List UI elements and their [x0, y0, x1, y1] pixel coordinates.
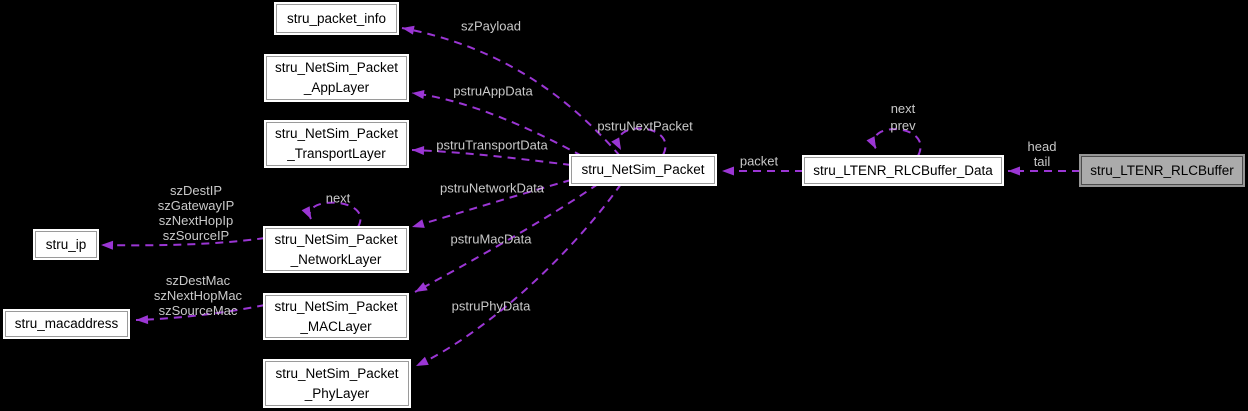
node-stru-netsim-packet[interactable]: stru_NetSim_Packet — [569, 154, 717, 186]
node-stru-netsim-packet-phylayer[interactable]: stru_NetSim_Packet _PhyLayer — [263, 359, 411, 408]
edge-pstrumacdata — [414, 183, 599, 293]
node-stru-ip[interactable]: stru_ip — [33, 229, 99, 260]
node-stru-packet-info[interactable]: stru_packet_info — [274, 2, 399, 35]
edge-label-packet: packet — [739, 153, 779, 169]
edge-pstruappdata — [411, 90, 583, 157]
edge-label-network-next: next — [325, 190, 351, 206]
edge-label-mac-fields: szDestMac szNextHopMac szSourceMac — [153, 273, 243, 318]
edge-label-pstruphydata: pstruPhyData — [451, 298, 531, 314]
node-stru-macaddress[interactable]: stru_macaddress — [3, 309, 130, 339]
edge-label-szpayload: szPayload — [461, 18, 521, 34]
edge-pstrunetworkdata — [411, 179, 572, 228]
edge-label-rlc-next-prev: next prev — [890, 101, 916, 133]
node-stru-ltenr-rlcbuffer-data[interactable]: stru_LTENR_RLCBuffer_Data — [802, 155, 1004, 186]
edge-self-loop-rlc-next-prev — [866, 128, 922, 157]
edge-label-pstrumacdata: pstruMacData — [450, 231, 532, 247]
edge-ip-fields — [100, 237, 266, 250]
node-stru-netsim-packet-maclayer[interactable]: stru_NetSim_Packet _MACLayer — [263, 293, 409, 340]
edge-self-loop-pstrunextpacket — [611, 127, 667, 156]
edge-pstrutransportdata — [411, 145, 572, 166]
edge-pstruphydata — [415, 183, 622, 367]
node-stru-netsim-packet-networklayer[interactable]: stru_NetSim_Packet _NetworkLayer — [263, 226, 409, 273]
edge-self-loop-network-next — [301, 201, 362, 228]
edge-szpayload — [401, 25, 621, 157]
node-stru-netsim-packet-applayer[interactable]: stru_NetSim_Packet _AppLayer — [264, 54, 409, 102]
node-stru-ltenr-rlcbuffer-current: stru_LTENR_RLCBuffer — [1079, 154, 1245, 187]
node-stru-netsim-packet-transportlayer[interactable]: stru_NetSim_Packet _TransportLayer — [264, 120, 409, 168]
edge-label-pstruappdata: pstruAppData — [453, 83, 533, 99]
edge-label-pstrutransportdata: pstruTransportData — [436, 137, 548, 153]
edge-label-pstrunetworkdata: pstruNetworkData — [439, 180, 545, 196]
edge-mac-fields — [135, 304, 266, 325]
edge-label-head-tail: head tail — [1027, 139, 1057, 169]
edge-label-pstrunextpacket: pstruNextPacket — [597, 118, 693, 134]
edge-label-ip-fields: szDestIP szGatewayIP szNextHopIp szSourc… — [157, 183, 235, 243]
